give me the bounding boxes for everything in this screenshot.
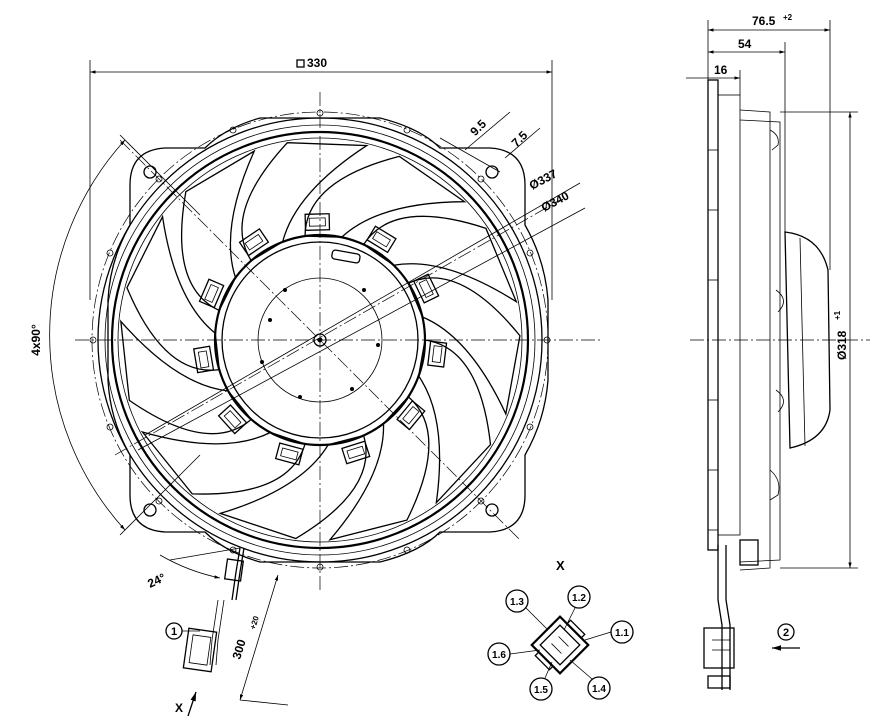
fan-blade: [218, 434, 367, 540]
blade-clip-inner: [418, 279, 434, 299]
side-flange: [707, 79, 719, 551]
dim-24deg: 24°: [145, 570, 168, 590]
fan-blade: [120, 319, 253, 435]
mount-hole: [143, 503, 157, 517]
blade-clip-inner: [204, 283, 219, 303]
square-symbol: [296, 59, 305, 68]
pin-callout-1-6: 1.6: [487, 642, 541, 666]
fan-blade: [362, 215, 518, 304]
front-view: 330 Ø337 Ø340 9.5 7.5 4x90° 24° 300 +20 …: [29, 56, 600, 717]
connector-title: X: [556, 558, 565, 573]
dim-76-5-tol: +2: [783, 13, 793, 22]
centerline-diag2: [119, 139, 521, 541]
connector-view: X 1.3 1.2 1.1 1.6: [487, 558, 634, 701]
blade-clip: [427, 340, 448, 368]
dim-330-label: 330: [307, 56, 327, 70]
view-marker-x: X: [175, 701, 183, 715]
blade-clip-inner: [280, 447, 299, 461]
blade-clip: [217, 404, 248, 435]
pin-callout-1-2: 1.2: [563, 585, 591, 631]
blade-clip: [198, 278, 225, 309]
callout-2: 2: [783, 627, 789, 639]
hub-screws: [260, 288, 380, 399]
blade-clip: [274, 442, 304, 466]
dim-76-5: 76.5: [752, 14, 776, 28]
dim-angle-arc: [49, 139, 126, 531]
svg-text:1.2: 1.2: [572, 593, 586, 604]
mount-hole: [485, 503, 499, 517]
blade-clip-inner: [308, 217, 326, 227]
fan-blade: [407, 277, 521, 417]
blade-clip: [304, 213, 331, 231]
svg-text:1.1: 1.1: [615, 628, 629, 639]
dim-dia-318: Ø318: [835, 330, 849, 360]
side-view: 76.5 +2 54 16 Ø318 +1 2: [686, 13, 870, 690]
fan-blade: [328, 395, 430, 541]
dim-dia-340: Ø340: [539, 188, 572, 214]
blade-clip-inner: [197, 350, 210, 369]
callout-1: 1: [171, 626, 177, 638]
fan-blade: [126, 214, 220, 371]
blade-clip-inner: [244, 233, 264, 251]
fan-blade: [140, 430, 306, 495]
blade-clip-inner: [346, 445, 366, 460]
blade-clip-inner: [431, 345, 443, 363]
dim-dia-318-tol: +1: [833, 310, 842, 320]
svg-text:1.5: 1.5: [534, 685, 548, 696]
dim-4x90: 4x90°: [29, 324, 43, 356]
blade-clip: [412, 273, 440, 304]
hub-label-plate: [331, 249, 361, 264]
centerline-diag: [114, 199, 561, 456]
fan-blade: [241, 142, 369, 262]
svg-text:1.4: 1.4: [592, 684, 606, 695]
blade-clip: [396, 399, 426, 431]
cable: [182, 547, 245, 673]
fan-blade: [304, 155, 467, 238]
fan-blade: [180, 149, 256, 312]
dim-7-5: 7.5: [509, 128, 531, 150]
blade-clip-inner: [372, 231, 391, 248]
blade-clip: [341, 440, 371, 465]
dim-54: 54: [738, 37, 752, 51]
pin-callout-1-3: 1.3: [505, 589, 549, 631]
blade-clip-inner: [223, 410, 242, 429]
side-ribs: [708, 149, 718, 531]
callout-2-circle: [777, 623, 795, 641]
blade-clip: [366, 225, 397, 254]
mount-hole: [485, 165, 499, 179]
blade-clip: [192, 345, 215, 374]
fan-blade: [417, 339, 492, 505]
svg-text:1.6: 1.6: [492, 650, 506, 661]
blade-clip-inner: [402, 405, 420, 425]
pin-callout-1-1: 1.1: [584, 620, 634, 644]
dim-300-tol: +20: [248, 614, 261, 630]
fan-blades: [120, 142, 521, 541]
pin-callout-1-4: 1.4: [569, 659, 611, 700]
blade-clip: [238, 227, 270, 257]
pin-callout-1-5: 1.5: [529, 661, 553, 701]
dim-300: 300: [229, 637, 248, 661]
dim-16: 16: [714, 63, 728, 77]
dim-9-5: 9.5: [467, 117, 489, 139]
dim-dia-337: Ø337: [527, 166, 560, 192]
svg-text:1.3: 1.3: [510, 597, 524, 608]
mount-hole: [143, 165, 157, 179]
